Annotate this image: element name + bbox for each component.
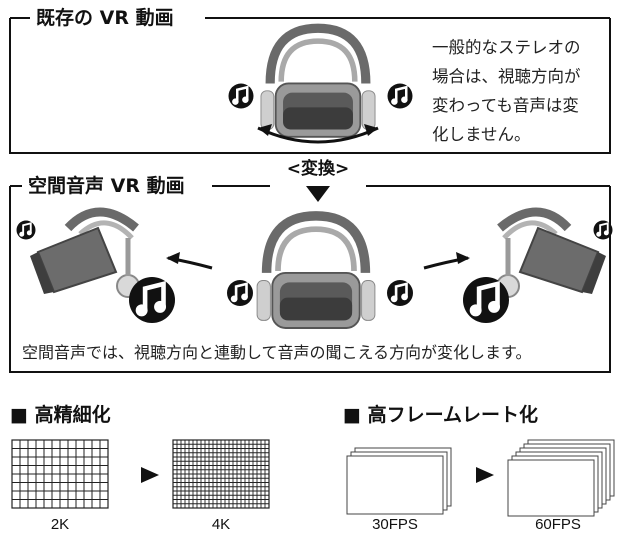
music-note-large-icon (129, 277, 175, 323)
convert-label: <変換> (273, 154, 363, 179)
down-triangle-icon (306, 186, 330, 202)
framerate-title: ■ 高フレームレート化 (343, 404, 538, 426)
frame-rect (507, 459, 595, 517)
music-note-icon (225, 278, 255, 308)
label-60fps: 60FPS (535, 516, 581, 533)
music-note-large-icon (463, 277, 509, 323)
label-4k: 4K (211, 516, 231, 533)
existing-description: 一般的なステレオの 場合は、視聴方向が 変わっても音声は変 化しません。 (432, 38, 581, 144)
label-2k: 2K (50, 516, 70, 533)
music-note-icon (386, 82, 414, 110)
music-note-icon (385, 278, 415, 308)
right-triangle-icon (141, 467, 159, 483)
right-triangle-icon (476, 467, 494, 483)
vr-headset-front-icon (257, 216, 375, 328)
grid-4k (172, 439, 270, 509)
music-note-small-icon (592, 219, 614, 241)
frames-60fps (507, 439, 615, 517)
resolution-title: ■ 高精細化 (10, 404, 111, 426)
label-30fps: 30FPS (372, 516, 418, 533)
section-spatial-frame (9, 186, 611, 373)
spatial-section-title: 空間音声 VR 動画 (22, 175, 191, 197)
vr-headset-front-icon (261, 28, 375, 137)
vr-headset-left-turn-icon (30, 212, 139, 297)
frames-30fps (346, 447, 452, 515)
grid-2k (11, 439, 109, 509)
vr-headset-right-turn-icon (497, 212, 606, 297)
rotation-arrow-icon (257, 126, 379, 144)
existing-section-title: 既存の VR 動画 (30, 7, 180, 29)
spatial-caption: 空間音声では、視聴方向と連動して音声の聞こえる方向が変化します。 (22, 343, 532, 362)
music-note-icon (227, 82, 255, 110)
section-existing-frame (9, 18, 611, 154)
music-note-small-icon (15, 219, 37, 241)
